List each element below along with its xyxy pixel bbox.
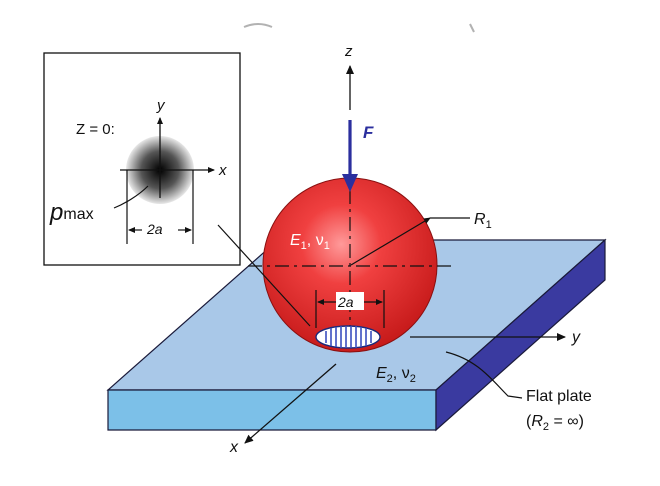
x-axis-label: x: [229, 439, 239, 456]
inset-box: [43, 52, 241, 266]
flat-plate-leader: [445, 351, 523, 399]
pmax-label: pmax: [49, 199, 94, 226]
plate-title-label: Flat plate: [526, 388, 592, 405]
plate-radius-sub: 2: [543, 421, 549, 433]
contact-width-label: 2a: [337, 294, 354, 310]
force-arrow: [342, 120, 358, 192]
plate-radius-open: (: [526, 413, 532, 430]
radius-sub: 1: [486, 219, 492, 231]
sphere-nu-sub: 1: [324, 240, 330, 252]
contact-dim-label-bg: [336, 292, 364, 310]
z-axis-label: z: [344, 43, 353, 60]
sphere-material-label: E1, ν1: [290, 232, 330, 252]
sphere-E: E: [290, 232, 301, 249]
plate-E-sub: 2: [387, 373, 393, 385]
inset-width-label: 2a: [146, 221, 163, 237]
pmax-sub: max: [63, 206, 93, 223]
inset-x-label: x: [218, 162, 227, 179]
plate-nu: ν: [402, 365, 410, 382]
plate-nu-sub: 2: [410, 373, 416, 385]
radius-R: R: [474, 211, 486, 228]
inset-plane-label: Z = 0:: [76, 121, 115, 138]
pmax-p: p: [49, 199, 63, 226]
plate-radius-label: (R2 = ∞): [526, 413, 584, 433]
plate-radius-eq: = ∞): [549, 413, 584, 430]
cropped-text-fragment: [243, 23, 475, 33]
plate-side-face: [435, 238, 606, 432]
sphere-E-sub: 1: [301, 240, 307, 252]
radius-line: [350, 217, 431, 266]
x-axis: [244, 363, 337, 444]
plate-radius-R: R: [531, 413, 543, 430]
sphere-nu: ν: [316, 232, 324, 249]
pmax-leader: [113, 185, 149, 209]
force-label: F: [363, 123, 374, 142]
inset-connector-line: [217, 224, 311, 327]
inset-y-label: y: [156, 97, 166, 114]
y-axis-label: y: [571, 329, 581, 346]
contact-patch: [315, 325, 381, 349]
plate-material-label: E2, ν2: [376, 365, 416, 385]
radius-label: R1: [474, 211, 492, 231]
plate-E: E: [376, 365, 387, 382]
plate-front-face: [107, 389, 437, 431]
